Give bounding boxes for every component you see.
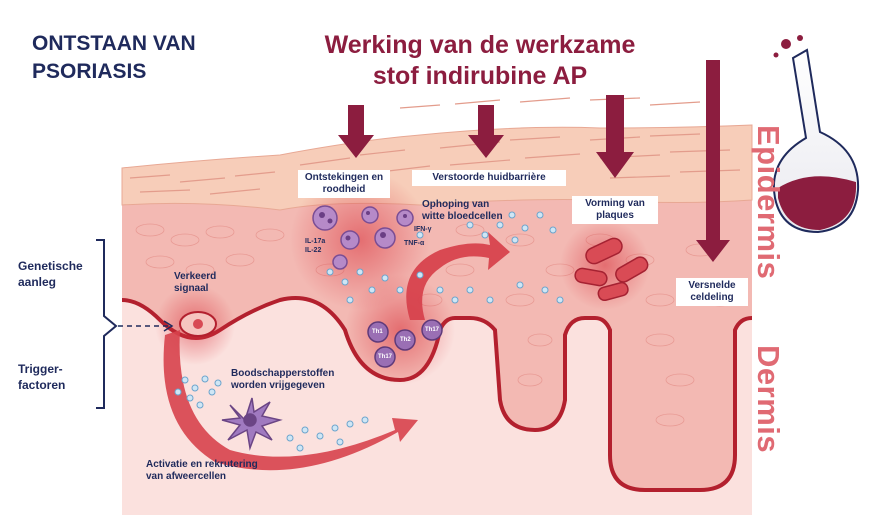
inflammation-glow	[290, 170, 430, 310]
ifn-label: IFN-γ	[414, 226, 432, 233]
tnf-label: TNF-α	[404, 240, 425, 247]
epidermis-label: Epidermis	[751, 125, 786, 280]
side-bracket	[96, 239, 118, 409]
th2-label: Th2	[400, 337, 411, 343]
cell-division-tag: Versnelde celdeling	[676, 278, 748, 306]
genetic-label: Genetische aanleg	[18, 259, 83, 289]
wrong-signal-label: Verkeerd signaal	[174, 271, 217, 294]
accumulation-label: Ophoping van witte bloedcellen	[422, 199, 503, 222]
il22-label: IL-22	[305, 247, 322, 254]
messengers-label: Boodschapperstoffen worden vrijgegeven	[231, 368, 335, 391]
plaques-tag: Vorming van plaques	[572, 196, 658, 224]
il17a-label: IL-17a	[305, 238, 326, 245]
trigger-label: Trigger-factoren	[18, 362, 66, 392]
flask-icon	[773, 35, 860, 234]
activation-label: Activatie en rekrutering van afweercelle…	[146, 459, 258, 482]
migration-arrow	[406, 232, 510, 320]
page-subtitle: Werking van de werkzame stof indirubine …	[324, 31, 636, 90]
th17-label-b: Th17	[378, 354, 393, 360]
th1-label: Th1	[372, 329, 383, 335]
t-cells	[367, 319, 443, 368]
basement-membrane	[121, 296, 753, 492]
action-arrows	[338, 60, 730, 262]
plaque-cells	[574, 237, 649, 302]
dermis-label: Dermis	[751, 345, 786, 454]
page-title: ONTSTAAN VAN PSORIASIS	[32, 32, 196, 83]
dendritic-cell	[221, 397, 283, 451]
th17-label-a: Th17	[425, 327, 440, 333]
inflammation-tag: Ontstekingen en roodheid	[298, 170, 390, 198]
inflammation-glow-2	[345, 275, 455, 385]
messenger-dots	[174, 211, 564, 452]
barrier-tag: Verstoorde huidbarrière	[412, 170, 566, 186]
white-blood-cells	[312, 205, 414, 270]
